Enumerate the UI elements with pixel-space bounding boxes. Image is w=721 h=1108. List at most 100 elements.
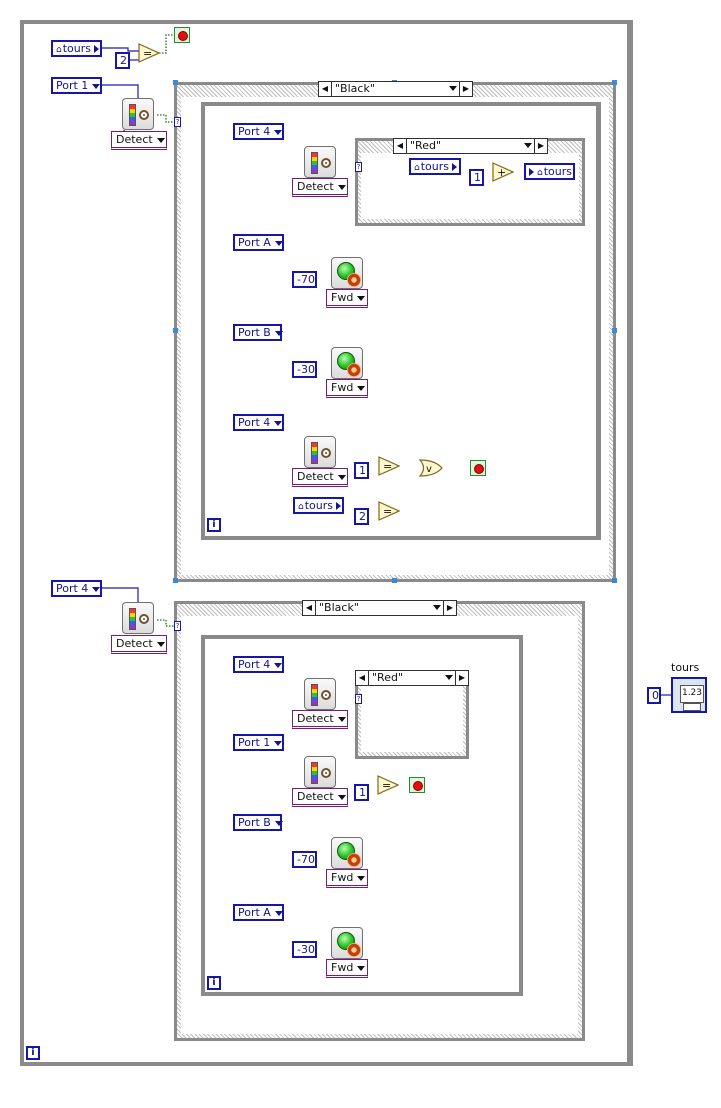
motor-block-portA-1[interactable]: [331, 257, 363, 289]
case-selector-tunnel-2: ?: [355, 162, 362, 172]
fwd-mode-selector-2[interactable]: Fwd: [326, 379, 368, 398]
portB-selector-1[interactable]: Port B: [233, 324, 283, 341]
detect-mode-selector-2[interactable]: Detect: [292, 178, 348, 197]
case-selector-red-1[interactable]: ◀"Red" ▶: [393, 138, 548, 154]
dropdown-arrow-icon[interactable]: [433, 605, 441, 610]
sensor-eye-icon: [321, 158, 331, 168]
port1-selector[interactable]: Port 1: [51, 77, 102, 94]
equal-symbol: =: [143, 47, 152, 60]
next-case-arrow-icon[interactable]: ▶: [443, 601, 456, 615]
dropdown-arrow-icon[interactable]: [449, 86, 457, 91]
motor-block-portA-2[interactable]: [331, 927, 363, 959]
dropdown-arrow-icon[interactable]: [524, 143, 532, 148]
equal-operator-mid-1[interactable]: =: [378, 456, 400, 476]
next-case-arrow-icon[interactable]: ▶: [534, 139, 547, 153]
dropdown-arrow-icon: [274, 820, 283, 826]
resize-handle[interactable]: [612, 578, 617, 583]
constant-minus30-1[interactable]: -30: [292, 361, 317, 378]
case-selector-red-2[interactable]: ◀"Red"▶: [355, 670, 469, 686]
detect-mode-selector-4[interactable]: Detect: [111, 635, 167, 654]
tours-local-variable-read-2[interactable]: ⌂tours: [409, 158, 461, 175]
constant-one-compare[interactable]: 1: [354, 462, 369, 479]
dropdown-arrow-icon[interactable]: [445, 675, 453, 680]
detect-mode-selector-3[interactable]: Detect: [292, 468, 348, 487]
tours-local-variable-read[interactable]: ⌂tours: [51, 40, 102, 57]
or-symbol: v: [426, 464, 432, 475]
color-sensor-block-3[interactable]: [304, 436, 336, 468]
constant-one-increment[interactable]: 1: [469, 169, 484, 186]
case-selector-black-2[interactable]: ◀"Black"▶: [302, 600, 457, 616]
case-selector-black-1[interactable]: ◀"Black" ▶: [318, 81, 473, 97]
inner-while-loop-2[interactable]: [201, 635, 523, 996]
equal-operator-top[interactable]: =: [138, 43, 160, 63]
stop-terminal-top[interactable]: [174, 27, 190, 43]
tours-local-variable-read-3[interactable]: ⌂tours: [293, 497, 344, 514]
equal-operator-mid-2[interactable]: =: [378, 501, 400, 521]
resize-handle[interactable]: [173, 80, 178, 85]
case-label: "Black": [335, 82, 375, 95]
constant-one-compare-2[interactable]: 1: [354, 784, 369, 801]
port4-selector-a[interactable]: Port 4: [233, 123, 284, 140]
inner-while-loop-1[interactable]: [201, 102, 601, 540]
color-sensor-block-6[interactable]: [304, 756, 336, 788]
case-inner-area: [361, 686, 463, 752]
port4-selector-d[interactable]: Port 4: [233, 656, 284, 673]
portB-label: Port B: [238, 326, 271, 339]
stop-terminal-inner-2[interactable]: [409, 777, 425, 793]
prev-case-arrow-icon[interactable]: ◀: [303, 601, 316, 615]
color-sensor-block-1[interactable]: [122, 98, 154, 130]
portA-selector-2[interactable]: Port A: [233, 904, 284, 921]
color-sensor-block-2[interactable]: [304, 146, 336, 178]
port4-selector-c[interactable]: Port 4: [51, 580, 102, 597]
port4-label: Port 4: [238, 416, 271, 429]
next-case-arrow-icon[interactable]: ▶: [455, 671, 468, 685]
detect-mode-selector-6[interactable]: Detect: [292, 788, 348, 807]
port1-selector-b[interactable]: Port 1: [233, 734, 284, 751]
constant-zero-init[interactable]: 0: [647, 687, 661, 704]
stop-terminal-inner-1[interactable]: [470, 460, 486, 476]
motor-gear-icon: [347, 273, 361, 287]
dropdown-arrow-icon: [357, 385, 366, 391]
fwd-mode-selector-3[interactable]: Fwd: [326, 869, 368, 888]
motor-block-portB-2[interactable]: [331, 837, 363, 869]
constant-two-top[interactable]: 2: [115, 52, 130, 69]
resize-handle[interactable]: [612, 80, 617, 85]
inner-loop-1-iteration-terminal: i: [207, 518, 221, 532]
detect-mode-selector-5[interactable]: Detect: [292, 710, 348, 729]
detect-label: Detect: [297, 712, 334, 725]
plus-symbol: +: [497, 166, 506, 179]
prev-case-arrow-icon[interactable]: ◀: [319, 82, 332, 96]
case-label: "Red": [410, 139, 442, 152]
outer-while-loop[interactable]: [20, 20, 633, 1066]
output-arrow-icon: [336, 502, 341, 510]
motor-block-portB-1[interactable]: [331, 347, 363, 379]
port4-selector-b[interactable]: Port 4: [233, 414, 284, 431]
resize-handle[interactable]: [173, 578, 178, 583]
tours-local-variable-write[interactable]: ⌂tours: [524, 163, 575, 180]
dropdown-arrow-icon: [274, 420, 283, 426]
output-arrow-icon: [452, 163, 457, 171]
constant-minus30-2[interactable]: -30: [292, 941, 317, 958]
constant-two-compare[interactable]: 2: [354, 508, 369, 525]
portA-selector-1[interactable]: Port A: [233, 234, 284, 251]
color-bar-icon: [311, 152, 318, 174]
constant-minus70-2[interactable]: -70: [292, 851, 317, 868]
add-operator[interactable]: +: [492, 162, 514, 182]
house-icon: ⌂: [56, 45, 62, 55]
next-case-arrow-icon[interactable]: ▶: [459, 82, 472, 96]
or-operator[interactable]: v: [419, 459, 443, 477]
fwd-mode-selector-4[interactable]: Fwd: [326, 959, 368, 978]
detect-mode-selector-1[interactable]: Detect: [111, 131, 167, 150]
resize-handle[interactable]: [392, 578, 397, 583]
constant-minus70-1[interactable]: -70: [292, 271, 317, 288]
tours-numeric-indicator[interactable]: 1.23: [671, 677, 707, 713]
resize-handle[interactable]: [173, 328, 178, 333]
color-sensor-block-5[interactable]: [304, 678, 336, 710]
fwd-mode-selector-1[interactable]: Fwd: [326, 289, 368, 308]
color-sensor-block-4[interactable]: [122, 602, 154, 634]
portB-selector-2[interactable]: Port B: [233, 814, 283, 831]
resize-handle[interactable]: [612, 328, 617, 333]
prev-case-arrow-icon[interactable]: ◀: [356, 671, 369, 685]
equal-operator-lower[interactable]: =: [377, 775, 399, 795]
prev-case-arrow-icon[interactable]: ◀: [394, 139, 407, 153]
